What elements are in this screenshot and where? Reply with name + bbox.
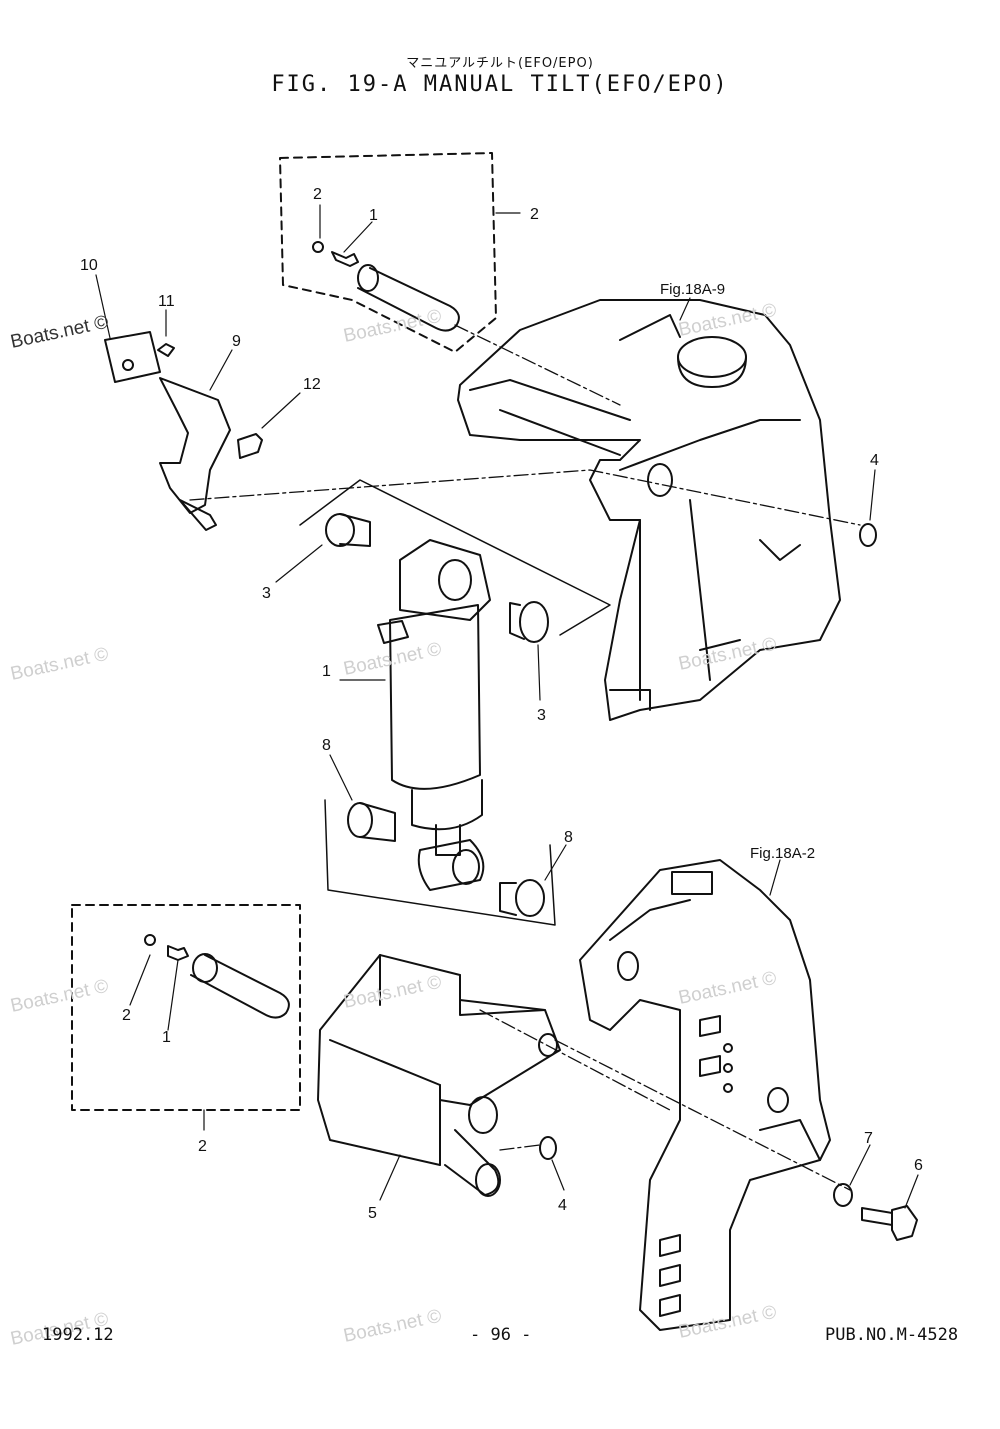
- callout-10: 10: [80, 257, 98, 274]
- footer-publication-number: PUB.NO.M-4528: [825, 1325, 959, 1345]
- watermark-9: Boats.net ©: [677, 968, 779, 1009]
- tilt-cylinder: [377, 539, 491, 891]
- callout-8-right: 8: [564, 829, 573, 846]
- footer-page-number: - 96 -: [470, 1325, 532, 1345]
- lower-kit-dashed-box: [71, 904, 301, 1111]
- callout-1-cylinder: 1: [322, 663, 331, 680]
- callout-3-right: 3: [537, 707, 546, 724]
- callout-4-upper: 4: [870, 452, 879, 469]
- callout-12: 12: [303, 376, 321, 393]
- callout-6: 6: [914, 1157, 923, 1174]
- lower-pin-assembly: [144, 934, 290, 1019]
- watermark-12: Boats.net ©: [677, 1302, 779, 1343]
- watermark-1: Boats.net ©: [9, 312, 111, 353]
- tilt-cradle-5: [317, 954, 561, 1197]
- callout-1-lower: 1: [162, 1029, 171, 1046]
- watermark-5: Boats.net ©: [342, 639, 444, 680]
- callout-numbers: 2 1 2 10 11 9 12 3 1 3 4 8 8 2 1 2 5 4 7…: [80, 186, 923, 1222]
- callout-1-upper: 1: [369, 207, 378, 224]
- tilt-lever-assembly: [104, 331, 263, 531]
- watermark-6: Boats.net ©: [677, 634, 779, 675]
- callout-4-lower: 4: [558, 1197, 567, 1214]
- watermark-7: Boats.net ©: [9, 976, 111, 1017]
- watermark-2: Boats.net ©: [342, 306, 444, 347]
- callout-11: 11: [158, 293, 175, 310]
- upper-kit-dashed-box: [279, 152, 497, 353]
- reference-fig-18a-9: Fig.18A-9: [660, 281, 725, 298]
- watermark-4: Boats.net ©: [9, 644, 111, 685]
- bolt-6: [861, 1205, 918, 1241]
- retaining-ring-lower: [539, 1136, 557, 1160]
- washer-7: [833, 1183, 853, 1207]
- watermarks: Boats.net © Boats.net © Boats.net © Boat…: [9, 300, 779, 1350]
- callout-5: 5: [368, 1205, 377, 1222]
- watermark-11: Boats.net ©: [342, 1306, 444, 1347]
- callout-7: 7: [864, 1130, 873, 1147]
- footer-date: 1992.12: [42, 1325, 114, 1345]
- clamp-bracket: [579, 859, 831, 1331]
- figure-subtitle-japanese: マニユアルチルト(EFO/EPO): [406, 56, 594, 71]
- callout-2-upper-kit: 2: [530, 206, 539, 223]
- watermark-8: Boats.net ©: [342, 972, 444, 1013]
- upper-swivel-bracket: [457, 299, 841, 721]
- retaining-ring-upper: [859, 523, 877, 547]
- callout-9: 9: [232, 333, 241, 350]
- callout-2-lower-kit: 2: [198, 1138, 207, 1155]
- callout-2-lower: 2: [122, 1007, 131, 1024]
- bushings-8: [347, 802, 545, 917]
- callout-8-left: 8: [322, 737, 331, 754]
- figure-title: FIG. 19-A MANUAL TILT(EFO/EPO): [271, 72, 729, 97]
- callout-2-upper: 2: [313, 186, 322, 203]
- callout-3-left: 3: [262, 585, 271, 602]
- reference-fig-18a-2: Fig.18A-2: [750, 845, 815, 862]
- bushings-3: [325, 513, 549, 643]
